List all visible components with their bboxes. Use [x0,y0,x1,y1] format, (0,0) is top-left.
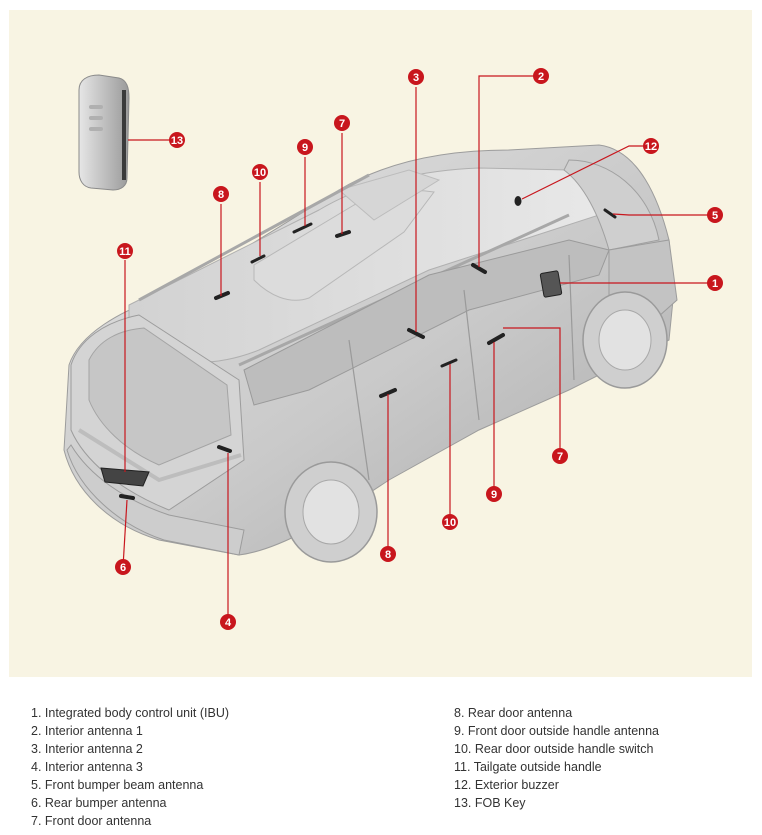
minivan-body [63,144,678,563]
callout-badge-12: 12 [643,138,659,154]
callout-badge-circle [707,207,723,223]
interior-antenna-2-marker [407,328,425,339]
legend-item: 6. Rear bumper antenna [31,796,167,810]
callout-badge-circle [643,138,659,154]
callout-badge-label: 7 [557,451,563,463]
callout-badge-circle [380,546,396,562]
callout-badge-10: 10 [252,164,268,180]
handle-switch-marker-2 [440,358,458,368]
callout-badge-circle [115,559,131,575]
callout-badge-circle [297,139,313,155]
legend-item: 3. Interior antenna 2 [31,742,143,756]
front-door-antenna-marker-2 [487,333,505,345]
rear-door-antenna-marker-2 [379,388,397,398]
callout-badge-6: 6 [115,559,131,575]
callout-badge-5: 5 [707,207,723,223]
callout-badge-circle [533,68,549,84]
callout-badge-circle [169,132,185,148]
legend-item: 8. Rear door antenna [454,706,573,720]
callout-badge-9: 9 [486,486,502,502]
legend-item: 12. Exterior buzzer [454,778,559,792]
callout-badge-circle [220,614,236,630]
callout-badge-label: 8 [218,189,224,201]
callout-badge-circle [213,186,229,202]
interior-antenna-3-marker [217,445,232,453]
callout-badge-circle [408,69,424,85]
callout-badge-3: 3 [408,69,424,85]
callout-badge-circle [334,115,350,131]
callout-badge-label: 2 [538,71,544,83]
rear-bumper-antenna-marker [119,494,135,500]
legend-item: 1. Integrated body control unit (IBU) [31,706,230,720]
callout-badge-circle [552,448,568,464]
legend-column-left: 1. Integrated body control unit (IBU) 2.… [31,704,229,830]
callout-badge-label: 7 [339,118,345,130]
exterior-buzzer-marker [514,196,522,206]
handle-antenna-marker [292,222,313,234]
callout-badge-label: 10 [254,167,266,179]
fob-key-illustration [78,74,130,191]
tailgate-handle-marker [100,467,150,487]
legend-item: 4. Interior antenna 3 [31,760,143,774]
callout-badge-label: 5 [712,210,718,222]
component-markers [100,196,617,500]
rear-door-antenna-marker [214,291,230,300]
legend-item: 11. Tailgate outside handle [454,760,602,774]
callout-badge-10: 10 [442,514,458,530]
handle-switch-marker [250,254,266,264]
legend-item: 9. Front door outside handle antenna [454,724,660,738]
callout-badge-circle [442,514,458,530]
legend: 1. Integrated body control unit (IBU) 2.… [0,700,762,835]
callout-badge-7: 7 [334,115,350,131]
legend-item: 10. Rear door outside handle switch [454,742,654,756]
callout-badge-label: 9 [302,142,308,154]
legend-item: 2. Interior antenna 1 [31,724,143,738]
callout-badge-label: 1 [712,278,718,290]
callout-badge-8: 8 [213,186,229,202]
ibu-marker [539,270,563,298]
callout-badge-label: 8 [385,549,391,561]
callout-badge-1: 1 [707,275,723,291]
legend-column-right: 8. Rear door antenna 9. Front door outsi… [454,704,659,812]
callout-badge-9: 9 [297,139,313,155]
front-door-antenna-marker [335,230,351,238]
legend-item: 5. Front bumper beam antenna [31,778,204,792]
callout-badge-circle [252,164,268,180]
leader-lines [122,75,714,622]
callout-badge-circle [707,275,723,291]
callout-badge-2: 2 [533,68,549,84]
legend-item: 7. Front door antenna [31,814,152,828]
callout-badge-13: 13 [169,132,185,148]
callout-badge-label: 12 [645,141,657,153]
callout-badge-label: 13 [171,135,183,147]
callout-badge-circle [117,243,133,259]
callout-badge-label: 11 [119,246,131,258]
callout-badge-8: 8 [380,546,396,562]
callout-badge-label: 10 [444,517,456,529]
callout-badge-label: 6 [120,562,126,574]
callout-badge-11: 11 [117,243,133,259]
callout-badge-7: 7 [552,448,568,464]
legend-item: 13. FOB Key [454,796,526,810]
callout-badge-label: 4 [225,617,232,629]
interior-antenna-1-marker [471,263,487,274]
callout-badge-label: 9 [491,489,497,501]
callout-badge-4: 4 [220,614,236,630]
front-bumper-antenna-marker [603,208,617,219]
callout-badge-label: 3 [413,72,419,84]
callout-badge-circle [486,486,502,502]
